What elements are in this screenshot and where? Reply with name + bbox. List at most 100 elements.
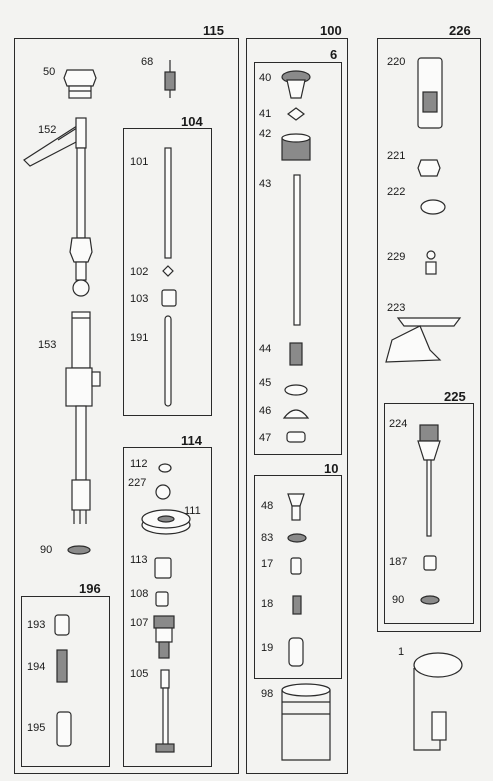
label-part-83: 83 — [261, 532, 274, 544]
label-part-220: 220 — [387, 56, 406, 68]
part-45-washer — [284, 384, 308, 396]
label-part-191: 191 — [130, 332, 149, 344]
part-102-diamond — [162, 265, 174, 277]
label-part-111: 111 — [184, 505, 201, 517]
part-193-bushing — [54, 614, 70, 636]
label-part-113: 113 — [130, 554, 148, 566]
part-42-knurled-cap — [281, 133, 311, 161]
label-part-50: 50 — [43, 66, 56, 78]
group-10-box — [254, 475, 342, 679]
label-part-103: 103 — [130, 293, 149, 305]
part-47-disc — [286, 431, 306, 443]
group-title-104: 104 — [181, 114, 203, 129]
label-part-105: 105 — [130, 668, 149, 680]
label-part-112: 112 — [130, 458, 148, 470]
part-153-body — [65, 311, 101, 524]
label-part-193: 193 — [27, 619, 46, 631]
group-104-box — [123, 128, 212, 416]
part-221-nut — [417, 159, 441, 177]
part-105-stem — [155, 669, 175, 753]
label-part-98: 98 — [261, 688, 274, 700]
label-part-48: 48 — [261, 500, 274, 512]
label-part-43: 43 — [259, 178, 272, 190]
label-part-42: 42 — [259, 128, 272, 140]
label-part-194: 194 — [27, 661, 46, 673]
part-44-spring — [289, 342, 303, 366]
part-17-plug — [290, 557, 302, 575]
group-196-box — [21, 596, 110, 767]
group-100-box — [246, 38, 348, 774]
part-224-needle-valve — [417, 424, 441, 537]
part-101-rod — [164, 147, 172, 259]
label-part-41: 41 — [259, 108, 272, 120]
label-part-18: 18 — [261, 598, 274, 610]
part-90-washer-b — [420, 595, 440, 605]
label-part-102: 102 — [130, 266, 149, 278]
label-part-227: 227 — [128, 477, 147, 489]
group-115-box — [14, 38, 239, 774]
label-part-90a: 90 — [40, 544, 53, 556]
part-152-handle-rod — [23, 117, 93, 297]
group-226-box — [377, 38, 481, 632]
part-1-handle — [413, 652, 463, 751]
label-part-221: 221 — [387, 150, 406, 162]
part-48-valve-head — [287, 493, 305, 521]
part-40-knob — [281, 70, 311, 99]
group-6-box — [254, 62, 342, 455]
label-part-108: 108 — [130, 588, 149, 600]
part-41-diamond — [287, 107, 305, 121]
part-43-rod — [293, 174, 301, 326]
part-98-cylinder — [281, 683, 331, 761]
group-title-100: 100 — [320, 23, 342, 38]
part-18-spring — [292, 595, 302, 615]
label-part-47: 47 — [259, 432, 272, 444]
part-107-valve — [153, 615, 175, 659]
label-part-107: 107 — [130, 617, 149, 629]
part-112-washer — [158, 463, 172, 473]
part-90-washer — [67, 545, 91, 555]
label-part-229: 229 — [387, 251, 406, 263]
label-part-68: 68 — [141, 56, 154, 68]
label-part-44: 44 — [259, 343, 272, 355]
label-part-101: 101 — [130, 156, 149, 168]
label-part-187: 187 — [389, 556, 408, 568]
part-223-bracket — [385, 317, 462, 363]
label-part-90b: 90 — [392, 594, 405, 606]
part-191-rod — [164, 315, 172, 407]
part-220-sleeve — [417, 57, 443, 129]
part-103-bushing — [161, 289, 177, 307]
part-19-sleeve — [288, 637, 304, 667]
label-part-45: 45 — [259, 377, 272, 389]
group-title-114: 114 — [181, 433, 202, 448]
part-68-pin — [164, 60, 176, 98]
group-title-6: 6 — [330, 47, 338, 62]
part-111-gear — [141, 509, 191, 535]
group-title-115: 115 — [203, 23, 224, 38]
part-187-bushing — [423, 555, 437, 571]
part-229-screw — [425, 250, 437, 275]
part-83-ring — [287, 533, 307, 543]
group-title-10: 10 — [324, 461, 339, 476]
label-part-1: 1 — [398, 646, 405, 658]
label-part-224: 224 — [389, 418, 408, 430]
label-part-153: 153 — [38, 339, 57, 351]
label-part-223: 223 — [387, 302, 406, 314]
group-title-225: 225 — [444, 389, 466, 404]
label-part-46: 46 — [259, 405, 272, 417]
part-50-nut — [63, 69, 97, 99]
part-108-bushing — [155, 591, 169, 607]
part-46-dome — [282, 409, 310, 419]
part-195-sleeve — [56, 711, 72, 747]
group-title-226: 226 — [449, 23, 471, 38]
label-part-152: 152 — [38, 124, 57, 136]
part-222-nut — [420, 199, 446, 215]
label-part-19: 19 — [261, 642, 274, 654]
group-225-box — [384, 403, 474, 624]
label-part-195: 195 — [27, 722, 46, 734]
part-113-bushing — [154, 557, 172, 579]
group-title-196: 196 — [79, 581, 101, 596]
label-part-222: 222 — [387, 186, 406, 198]
part-227-star-washer — [155, 484, 171, 500]
group-114-box — [123, 447, 212, 767]
